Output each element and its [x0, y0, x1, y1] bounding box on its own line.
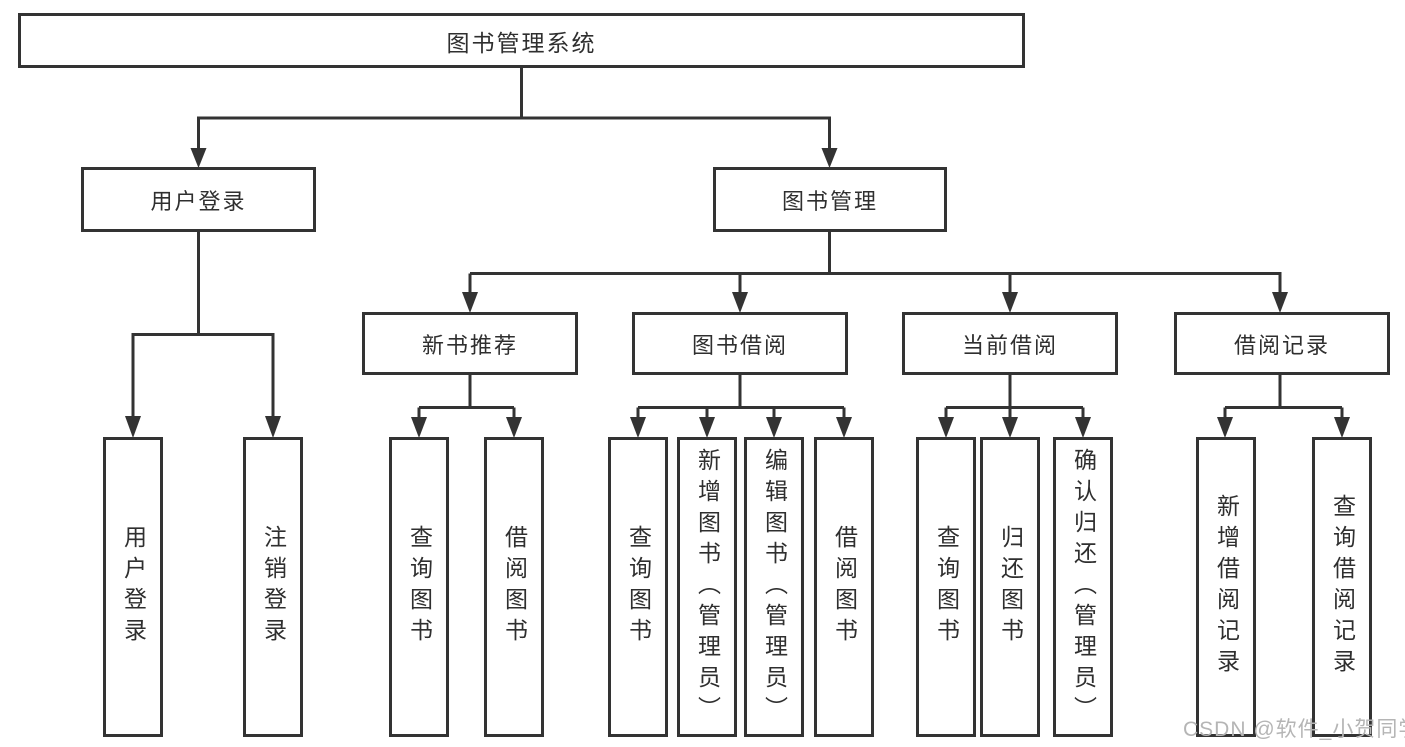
node-book-borrow: 图书借阅: [632, 312, 848, 375]
leaf-query-book-recommend: 查询图书: [389, 437, 449, 737]
node-new-book-recommend: 新书推荐: [362, 312, 578, 375]
leaf-label: 新增借阅记录: [1213, 494, 1240, 680]
connector-borrow-records-branch: [1217, 375, 1350, 438]
leaf-label: 借阅图书: [831, 525, 858, 649]
arrowhead-icon: [190, 148, 207, 168]
connector-book-borrow-branch: [630, 375, 852, 438]
leaf-label: 查询图书: [406, 525, 433, 649]
leaf-label: 借阅图书: [501, 525, 528, 649]
leaf-borrow-book-recommend: 借阅图书: [484, 437, 544, 737]
leaf-label: 注销登录: [260, 525, 287, 649]
leaf-label: 编辑图书（管理员）: [761, 447, 788, 727]
leaf-label: 查询图书: [625, 525, 652, 649]
arrowhead-icon: [766, 417, 782, 438]
connector-root-branch: [190, 68, 838, 168]
node-book-management: 图书管理: [713, 167, 947, 232]
connector-book-management-branch: [462, 232, 1288, 313]
leaf-return-book: 归还图书: [980, 437, 1040, 737]
arrowhead-icon: [265, 416, 281, 438]
node-borrow-records: 借阅记录: [1174, 312, 1390, 375]
arrowhead-icon: [1002, 292, 1018, 313]
leaf-user-login: 用户登录: [103, 437, 163, 737]
leaf-label: 新增图书（管理员）: [694, 447, 721, 727]
node-user-login: 用户登录: [81, 167, 316, 232]
leaf-logout: 注销登录: [243, 437, 303, 737]
leaf-add-book-admin: 新增图书（管理员）: [677, 437, 737, 737]
connector-user-login-branch: [125, 232, 281, 438]
arrowhead-icon: [836, 417, 852, 438]
leaf-label: 确认归还（管理员）: [1070, 447, 1097, 727]
leaf-confirm-return-admin: 确认归还（管理员）: [1053, 437, 1113, 737]
arrowhead-icon: [699, 417, 715, 438]
arrowhead-icon: [1002, 417, 1018, 438]
arrowhead-icon: [1272, 292, 1288, 313]
leaf-query-book-current: 查询图书: [916, 437, 976, 737]
arrowhead-icon: [630, 417, 646, 438]
leaf-add-borrow-record: 新增借阅记录: [1196, 437, 1256, 737]
arrowhead-icon: [821, 148, 838, 168]
arrowhead-icon: [1217, 417, 1233, 438]
arrowhead-icon: [125, 416, 141, 438]
arrowhead-icon: [506, 417, 522, 438]
leaf-label: 用户登录: [120, 525, 147, 649]
leaf-label: 查询图书: [933, 525, 960, 649]
leaf-query-borrow-record: 查询借阅记录: [1312, 437, 1372, 737]
connector-new-book-recommend-branch: [411, 375, 522, 438]
arrowhead-icon: [1334, 417, 1350, 438]
leaf-query-book-borrow: 查询图书: [608, 437, 668, 737]
arrowhead-icon: [732, 292, 748, 313]
node-current-borrow: 当前借阅: [902, 312, 1118, 375]
watermark-text: CSDN @软件_小贺同学: [1183, 718, 1405, 741]
arrowhead-icon: [1075, 417, 1091, 438]
arrowhead-icon: [411, 417, 427, 438]
connector-current-borrow-branch: [938, 375, 1091, 438]
arrowhead-icon: [462, 292, 478, 313]
leaf-edit-book-admin: 编辑图书（管理员）: [744, 437, 804, 737]
node-root: 图书管理系统: [18, 13, 1025, 68]
arrowhead-icon: [938, 417, 954, 438]
leaf-label: 归还图书: [997, 525, 1024, 649]
leaf-borrow-book: 借阅图书: [814, 437, 874, 737]
leaf-label: 查询借阅记录: [1329, 494, 1356, 680]
